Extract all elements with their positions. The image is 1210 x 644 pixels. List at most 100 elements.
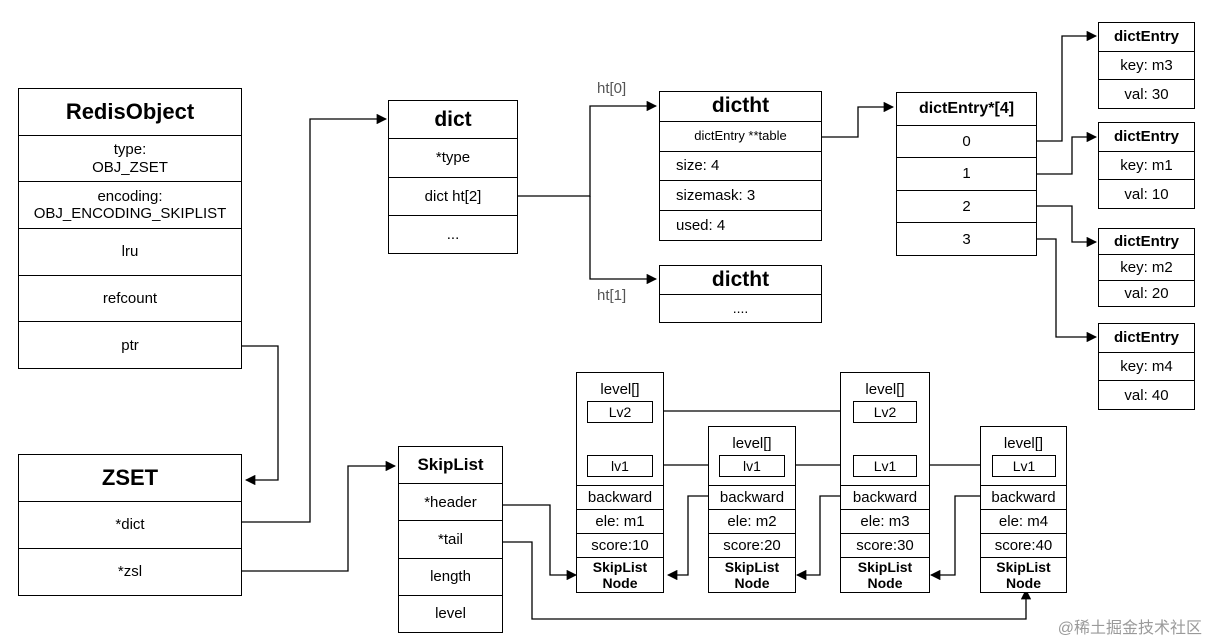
dict-entry-val: val: 10 — [1099, 179, 1194, 208]
dictentry-slot-0: 0 — [897, 124, 1036, 158]
node-ele: ele: m1 — [577, 508, 663, 533]
dictht0-table: dictEntry **table — [660, 120, 821, 151]
dict-ht: dict ht[2] — [389, 176, 517, 215]
node-name: SkipList Node — [577, 556, 663, 592]
redis-object-lru: lru — [19, 228, 241, 275]
dict-struct: dict *type dict ht[2] ... — [388, 100, 518, 254]
dictht0-sizemask: sizemask: 3 — [660, 180, 821, 210]
arrow-backward-node4-to-node3 — [929, 495, 981, 581]
node-score: score:10 — [577, 532, 663, 557]
node-backward: backward — [841, 485, 929, 509]
ht1-label: ht[1] — [597, 287, 627, 304]
dictht0-struct: dictht dictEntry **table size: 4 sizemas… — [659, 91, 822, 241]
dictentry-array-title: dictEntry*[4] — [918, 99, 1015, 117]
arrow-dict-to-ht1 — [589, 196, 658, 285]
skiplist-node-m4: level[] Lv1 backward ele: m4 score:40 Sk… — [980, 426, 1067, 593]
watermark: @稀土掘金技术社区 — [1057, 620, 1202, 637]
redis-object-encoding: encoding: OBJ_ENCODING_SKIPLIST — [19, 181, 241, 228]
arrow-zset-dict-to-dict — [242, 113, 388, 523]
node-backward: backward — [577, 485, 663, 509]
arrow-backward-node3-to-node2 — [795, 495, 841, 581]
zset-zsl: *zsl — [19, 548, 241, 595]
node-name: SkipList Node — [709, 556, 795, 592]
dict-entry-title: dictEntry — [1113, 128, 1179, 146]
arrow-backward-node2-to-node1 — [666, 495, 709, 581]
node-level-label: level[] — [600, 381, 640, 398]
node-backward: backward — [709, 485, 795, 509]
skiplist-level: level — [399, 594, 502, 632]
node-name: SkipList Node — [981, 556, 1066, 592]
dict-entry-title: dictEntry — [1113, 232, 1179, 250]
dict-entry-key: key: m1 — [1099, 150, 1194, 180]
dict-entry-title: dictEntry — [1113, 329, 1179, 347]
node-level-lv1: Lv1 — [992, 455, 1056, 477]
redis-object-type: type: OBJ_ZSET — [19, 134, 241, 182]
skiplist-struct: SkipList *header *tail length level — [398, 446, 503, 633]
arrow-zset-zsl-to-skiplist — [242, 460, 397, 572]
dict-more: ... — [389, 214, 517, 253]
dictht1-title: dictht — [711, 267, 770, 291]
zset-struct: ZSET *dict *zsl — [18, 454, 242, 596]
dict-entry-m4: dictEntry key: m4 val: 40 — [1098, 323, 1195, 410]
dict-entry-m3: dictEntry key: m3 val: 30 — [1098, 22, 1195, 109]
node-ele: ele: m3 — [841, 508, 929, 533]
node-level-lv1: Lv1 — [853, 455, 917, 477]
node-level-lv1: lv1 — [587, 455, 653, 477]
arrow-slot0-to-entry — [1036, 30, 1098, 142]
skiplist-length: length — [399, 557, 502, 595]
dict-entry-key: key: m2 — [1099, 254, 1194, 280]
dict-entry-title: dictEntry — [1113, 28, 1179, 46]
dict-entry-val: val: 30 — [1099, 79, 1194, 108]
skiplist-node-m2: level[] lv1 backward ele: m2 score:20 Sk… — [708, 426, 796, 593]
skiplist-node-m1: level[] Lv2 lv1 backward ele: m1 score:1… — [576, 372, 664, 593]
dict-title: dict — [434, 107, 472, 131]
arrow-slot1-to-entry — [1036, 131, 1098, 175]
zset-title: ZSET — [101, 465, 159, 491]
arrow-slot3-to-entry — [1036, 238, 1098, 343]
arrow-header-to-node1 — [503, 504, 578, 581]
dict-entry-m2: dictEntry key: m2 val: 20 — [1098, 228, 1195, 307]
dictht0-used: used: 4 — [660, 210, 821, 240]
node-ele: ele: m4 — [981, 508, 1066, 533]
dictentry-slot-3: 3 — [897, 222, 1036, 255]
redis-object-refcount: refcount — [19, 274, 241, 322]
redis-object-struct: RedisObject type: OBJ_ZSET encoding: OBJ… — [18, 88, 242, 369]
dict-entry-key: key: m3 — [1099, 50, 1194, 80]
redis-object-title: RedisObject — [65, 99, 195, 125]
node-level-lv2: Lv2 — [853, 401, 917, 423]
node-score: score:20 — [709, 532, 795, 557]
node-level-label: level[] — [732, 435, 772, 452]
skiplist-node-m3: level[] Lv2 Lv1 backward ele: m3 score:3… — [840, 372, 930, 593]
dictht0-title: dictht — [711, 94, 770, 118]
skiplist-title: SkipList — [417, 455, 484, 475]
dict-entry-m1: dictEntry key: m1 val: 10 — [1098, 122, 1195, 209]
node-level-lv2: Lv2 — [587, 401, 653, 423]
dictentry-array: dictEntry*[4] 0 1 2 3 — [896, 92, 1037, 256]
arrow-ptr-to-zset — [242, 345, 279, 486]
dictht1-struct: dictht .... — [659, 265, 822, 323]
zset-dict: *dict — [19, 501, 241, 548]
node-backward: backward — [981, 485, 1066, 509]
dict-entry-key: key: m4 — [1099, 351, 1194, 381]
node-name: SkipList Node — [841, 556, 929, 592]
node-score: score:30 — [841, 532, 929, 557]
dictentry-slot-1: 1 — [897, 157, 1036, 190]
skiplist-tail: *tail — [399, 520, 502, 557]
arrow-slot2-to-entry — [1036, 205, 1098, 248]
node-ele: ele: m2 — [709, 508, 795, 533]
redis-object-ptr: ptr — [19, 321, 241, 368]
dictentry-slot-2: 2 — [897, 189, 1036, 223]
node-level-lv1: lv1 — [719, 455, 785, 477]
skiplist-header: *header — [399, 483, 502, 520]
ht0-label: ht[0] — [597, 80, 627, 97]
arrow-tail-to-node4 — [503, 541, 1032, 620]
dict-entry-val: val: 40 — [1099, 380, 1194, 409]
dict-entry-val: val: 20 — [1099, 280, 1194, 306]
arrow-dict-to-ht0 — [517, 100, 658, 197]
dict-type: *type — [389, 138, 517, 176]
dictht0-size: size: 4 — [660, 150, 821, 181]
arrow-table-to-array — [822, 101, 895, 138]
node-level-label: level[] — [865, 381, 905, 398]
node-score: score:40 — [981, 532, 1066, 557]
node-level-label: level[] — [1003, 435, 1044, 452]
